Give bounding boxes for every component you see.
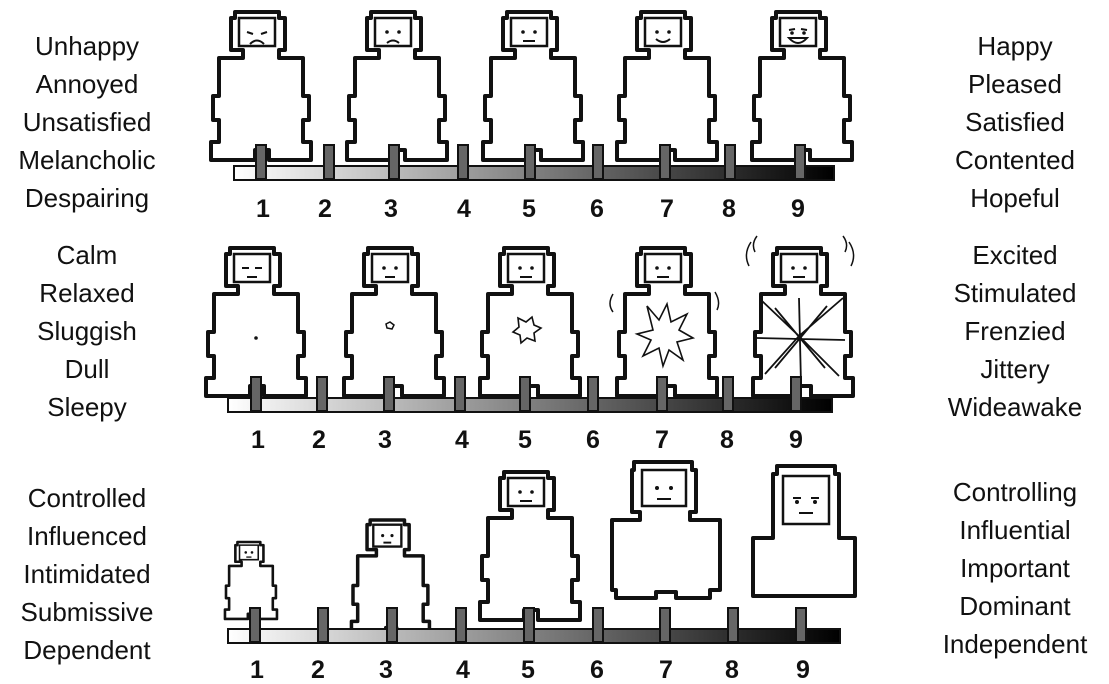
sam-figure-7[interactable] [612, 462, 720, 598]
sam-figure-9[interactable] [746, 236, 853, 396]
valence-scale-row: Unhappy Annoyed Unsatisfied Melancholic … [0, 0, 1109, 228]
tick-label: 3 [379, 656, 393, 684]
tick-labels: 1 2 3 4 5 6 7 8 9 [250, 656, 810, 684]
tick-label: 7 [659, 656, 673, 684]
tick-label: 6 [590, 656, 604, 684]
sam-figure-7[interactable] [610, 248, 719, 396]
tick-label: 9 [796, 656, 810, 684]
sam-figure-9[interactable] [752, 12, 852, 160]
tick-label: 8 [720, 426, 734, 454]
sam-figure-3[interactable] [344, 248, 444, 396]
sam-figure-5[interactable] [480, 472, 580, 620]
arousal-scale-row: Calm Relaxed Sluggish Dull Sleepy Excite… [0, 228, 1109, 456]
tick-label: 2 [311, 656, 325, 684]
dominance-scale-row: Controlled Influenced Intimidated Submis… [0, 456, 1109, 684]
tick-label: 8 [722, 195, 736, 223]
tick-label: 8 [725, 656, 739, 684]
tick-label: 7 [655, 426, 669, 454]
dominance-scale: 1 2 3 4 5 6 7 8 9 [0, 456, 1109, 684]
tick-label: 1 [256, 195, 270, 223]
tick-label: 4 [456, 656, 470, 684]
tick-label: 3 [378, 426, 392, 454]
valence-scale: 1 2 3 4 5 6 7 8 9 [0, 0, 1109, 228]
tick-label: 2 [312, 426, 326, 454]
sam-figure-5[interactable] [483, 12, 583, 160]
tick-label: 1 [251, 426, 265, 454]
tick-label: 6 [590, 195, 604, 223]
arousal-scale: 1 2 3 4 5 6 7 8 9 [0, 228, 1109, 456]
sam-figure-7[interactable] [617, 12, 717, 160]
tick-label: 5 [518, 426, 532, 454]
sam-figure-1[interactable] [206, 248, 306, 396]
tick-label: 3 [384, 195, 398, 223]
tick-label: 2 [318, 195, 332, 223]
tick-label: 4 [457, 195, 471, 223]
tick-label: 5 [522, 195, 536, 223]
sam-figure-1[interactable] [211, 12, 311, 160]
tick-label: 9 [789, 426, 803, 454]
tick-label: 5 [521, 656, 535, 684]
tick-labels: 1 2 3 4 5 6 7 8 9 [251, 426, 803, 454]
tick-label: 4 [455, 426, 469, 454]
sam-figure-5[interactable] [480, 248, 580, 396]
tick-label: 9 [791, 195, 805, 223]
sam-figure-3[interactable] [347, 12, 447, 160]
tick-label: 1 [250, 656, 264, 684]
tick-label: 7 [660, 195, 674, 223]
tick-label: 6 [586, 426, 600, 454]
sam-figure-9[interactable] [753, 466, 855, 596]
tick-labels: 1 2 3 4 5 6 7 8 9 [256, 195, 805, 223]
